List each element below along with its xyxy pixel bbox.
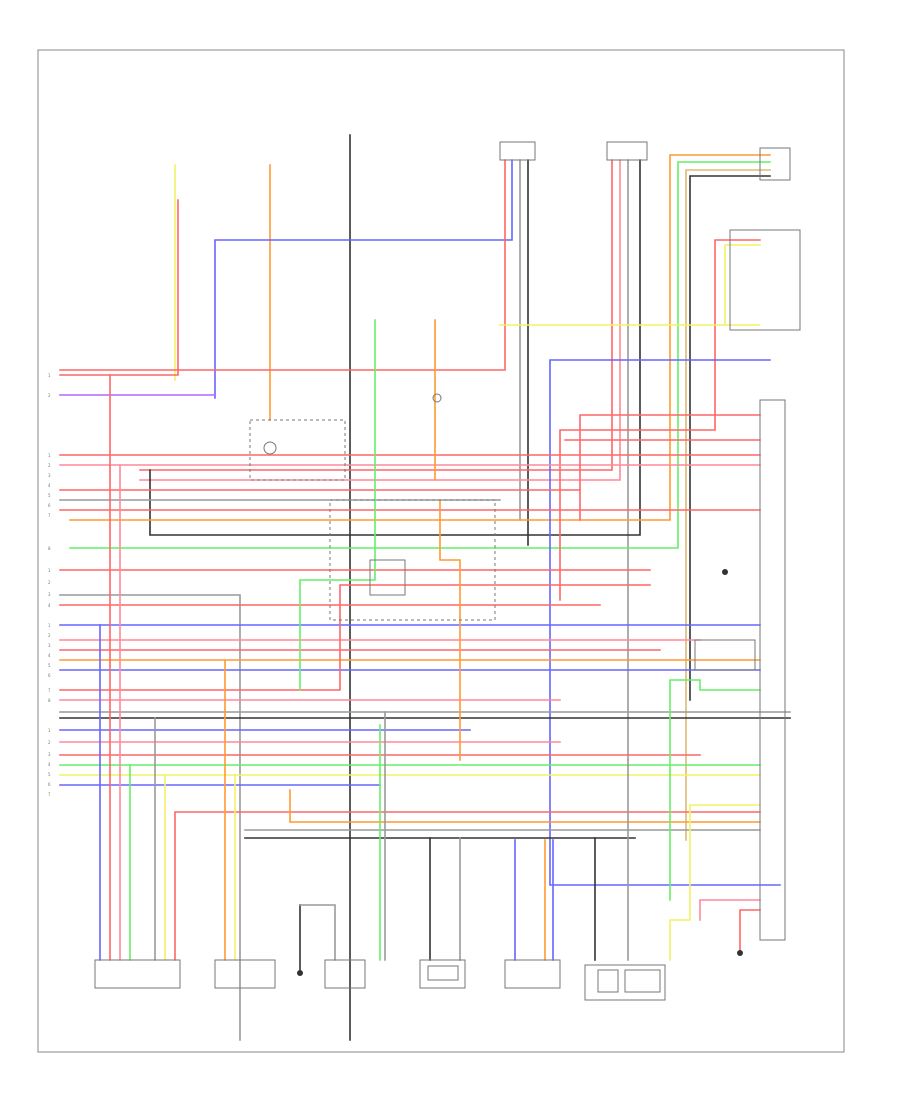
- diagram-frame: [37, 49, 845, 1053]
- pin-e-2: 2: [48, 633, 51, 638]
- component-bottom-4-inner: [427, 965, 459, 981]
- wire-black-bundle-b: [149, 159, 641, 536]
- wire-pink-right-low: [699, 899, 761, 921]
- component-bottom-5: [504, 959, 561, 989]
- pin-b-5: 5: [48, 493, 51, 498]
- component-right-relay: [694, 639, 756, 671]
- pin-c-8: 8: [48, 546, 51, 551]
- component-right-connector: [759, 399, 786, 941]
- component-bottom-4: [419, 959, 466, 989]
- component-bottom-6-inner-2: [624, 969, 661, 993]
- wire-blue-top: [214, 159, 513, 399]
- ground-symbol-1: [297, 970, 303, 976]
- pin-d-1: 1: [48, 568, 51, 573]
- wire-pink-bundle-b: [139, 159, 621, 481]
- pin-f-7: 7: [48, 792, 51, 797]
- pin-b-3: 3: [48, 473, 51, 478]
- wire-orange-low-18: [289, 789, 761, 823]
- wire-red-bundle-a: [59, 159, 506, 371]
- wire-gray-sensor-10: [299, 904, 336, 961]
- pin-f-1: 1: [48, 728, 51, 733]
- pin-f-2: 2: [48, 740, 51, 745]
- wire-tan-right-top: [685, 169, 771, 841]
- wire-red-top-left: [59, 199, 179, 376]
- pin-e-3: 3: [48, 643, 51, 648]
- pin-b-7: 7: [48, 513, 51, 518]
- pin-b-1: 1: [48, 453, 51, 458]
- pin-e-1: 1: [48, 623, 51, 628]
- pin-b-2: 2: [48, 463, 51, 468]
- pin-f-6: 6: [48, 782, 51, 787]
- component-right-top: [759, 147, 791, 181]
- wire-red-bundle-b: [139, 159, 613, 471]
- wire-red-right-ground: [739, 909, 761, 951]
- pin-d-2: 2: [48, 580, 51, 585]
- wire-blue-right-mid: [549, 359, 781, 886]
- wire-gray-low-2: [59, 594, 241, 1041]
- wire-orange-mid-comp-2: [439, 499, 461, 761]
- pin-b-4: 4: [48, 483, 51, 488]
- wire-green-right-low: [669, 679, 761, 901]
- wire-yellow-right-sensor: [499, 244, 761, 326]
- component-bottom-6: [584, 964, 666, 1001]
- component-bottom-1: [94, 959, 181, 989]
- pin-b-6: 6: [48, 503, 51, 508]
- component-mid-switch: [369, 559, 406, 596]
- component-bottom-2: [214, 959, 276, 989]
- wire-green-right-top: [69, 161, 771, 549]
- wire-black-right-top: [689, 175, 771, 701]
- pin-e-5: 5: [48, 663, 51, 668]
- wire-red-right-6: [579, 414, 761, 521]
- pin-e-8: 8: [48, 698, 51, 703]
- wire-red-low-17: [174, 811, 761, 961]
- wires: [59, 134, 791, 1041]
- ground-symbol-2: [737, 950, 743, 956]
- pin-f-5: 5: [48, 772, 51, 777]
- pin-d-3: 3: [48, 592, 51, 597]
- component-bottom-6-inner: [597, 969, 619, 993]
- connector-top-center-b: [606, 141, 648, 161]
- pin-f-4: 4: [48, 762, 51, 767]
- component-mid-circle-1: [263, 441, 277, 455]
- pin-a-2: 2: [48, 393, 51, 398]
- component-bottom-3: [324, 959, 366, 989]
- pin-d-4: 4: [48, 603, 51, 608]
- ground-symbol-3: [722, 569, 728, 575]
- pin-e-4: 4: [48, 653, 51, 658]
- component-mid-dashed: [329, 499, 496, 621]
- component-mid-circle-2: [432, 393, 442, 403]
- connector-top-center-a: [499, 141, 536, 161]
- wire-orange-right-top: [69, 154, 771, 521]
- wire-green-mid-comp: [299, 319, 376, 691]
- pin-f-3: 3: [48, 752, 51, 757]
- components: [94, 141, 801, 1001]
- wire-red-low-9: [59, 584, 651, 691]
- pin-e-6: 6: [48, 673, 51, 678]
- pin-a-1: 1: [48, 373, 51, 378]
- pin-e-7: 7: [48, 688, 51, 693]
- wire-yellow-right-low: [669, 804, 761, 961]
- left-pin-labels: 1 2 1 2 3 4 5 6 7 8 1 2 3 4 1 2 3 4 5 6 …: [48, 373, 51, 797]
- component-right-sensor: [729, 229, 801, 331]
